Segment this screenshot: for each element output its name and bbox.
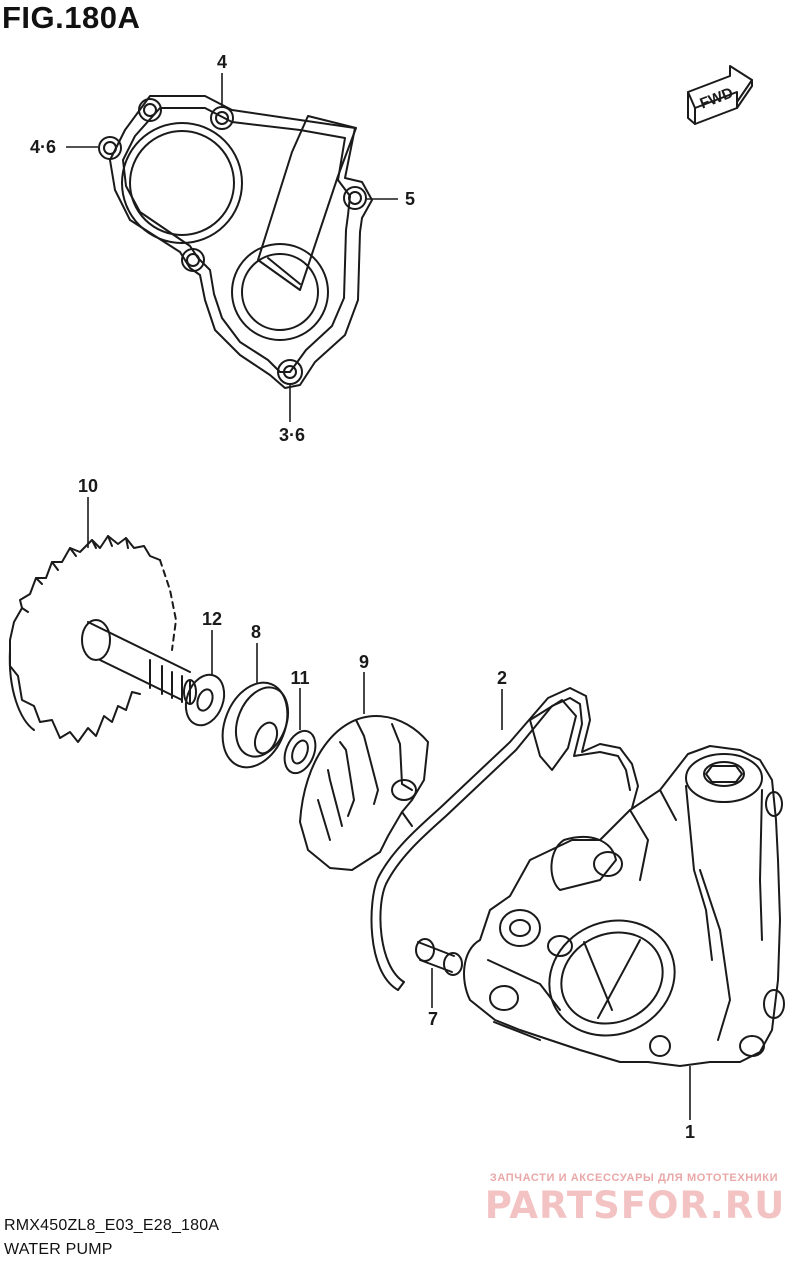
callout-12: 12 xyxy=(202,609,222,629)
washer-part xyxy=(184,673,226,727)
callout-10: 10 xyxy=(78,476,98,496)
pump-body-part xyxy=(463,745,785,1067)
callout-5: 5 xyxy=(405,189,415,209)
figure-title: FIG.180A xyxy=(2,0,141,35)
seal-washer-part xyxy=(283,729,317,775)
model-code: RMX450ZL8_E03_E28_180A xyxy=(4,1217,220,1234)
callout-7: 7 xyxy=(428,1009,438,1029)
callout-8: 8 xyxy=(251,622,261,642)
section-name: WATER PUMP xyxy=(4,1241,113,1258)
watermark-tagline: ЗАПЧАСТИ И АКСЕССУАРЫ ДЛЯ МОТОТЕХНИКИ xyxy=(489,1172,779,1184)
impeller-part xyxy=(299,715,429,871)
callout-1: 1 xyxy=(685,1122,695,1142)
callout-11: 11 xyxy=(290,668,309,688)
pump-cover xyxy=(98,95,373,389)
callout-3-6: 3·6 xyxy=(279,425,305,445)
gasket-part xyxy=(370,687,639,991)
callout-2: 2 xyxy=(497,668,507,688)
callout-4-6: 4·6 xyxy=(30,137,56,157)
oil-seal-part xyxy=(221,681,290,769)
watermark-brand: PARTSFOR.RU xyxy=(484,1184,786,1227)
dowel-pin-part xyxy=(415,938,463,976)
gear-part xyxy=(8,535,177,743)
callout-4: 4 xyxy=(217,52,227,72)
shaft-part xyxy=(81,619,197,705)
fwd-arrow-icon xyxy=(687,65,753,125)
leader-lines xyxy=(66,73,691,1120)
callout-9: 9 xyxy=(359,652,369,672)
